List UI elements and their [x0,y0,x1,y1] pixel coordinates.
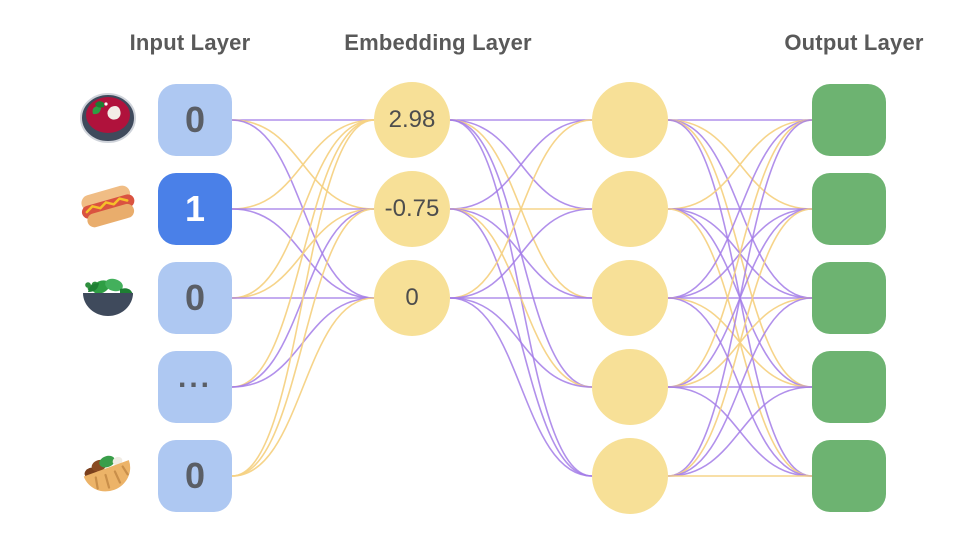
hidden-node-3 [592,260,668,336]
input-node-2: 1 [158,173,232,245]
hidden-node-5 [592,438,668,514]
edge [667,297,813,477]
edge [449,297,593,477]
embedding-node-3: 0 [374,260,450,336]
edge [231,119,375,388]
output-node-5 [812,440,886,512]
hidden-node-2 [592,171,668,247]
hidden-node-1 [592,82,668,158]
embedding-node-value: 0 [405,284,419,311]
salad-icon [78,265,138,325]
output-layer-title: Output Layer [784,30,924,55]
output-node-3 [812,262,886,334]
embedding-layer-title: Embedding Layer [344,30,532,55]
edge [667,208,813,477]
edge [231,119,375,210]
edge [231,208,375,477]
output-node-4 [812,351,886,423]
edge [231,119,375,299]
input-node-value: 0 [184,99,206,140]
input-layer-title: Input Layer [129,30,251,55]
edge [449,208,593,299]
embedding-node-1: 2.98 [374,82,450,158]
hot-dog-icon [78,176,138,236]
input-node-4: ... [158,351,232,423]
input-node-value: 0 [184,455,206,496]
input-node-5: 0 [158,440,232,512]
edge [231,297,375,477]
input-node-1: 0 [158,84,232,156]
edge [449,297,593,388]
input-node-value: 1 [184,188,206,229]
hidden-node-4 [592,349,668,425]
embedding-node-value: 2.98 [388,106,436,133]
embedding-node-value: -0.75 [384,195,440,222]
edge [667,119,813,388]
input-node-3: 0 [158,262,232,334]
embedding-node-2: -0.75 [374,171,450,247]
soup-icon [78,87,138,147]
edge [449,119,593,210]
edge [667,119,813,477]
output-node-1 [812,84,886,156]
edge [667,119,813,299]
input-node-value: 0 [184,277,206,318]
pita-icon [78,443,138,503]
edge [667,119,813,210]
output-node-2 [812,173,886,245]
edge [231,119,375,477]
edge [449,119,593,299]
edge [667,386,813,477]
input-node-value: ... [177,361,212,394]
